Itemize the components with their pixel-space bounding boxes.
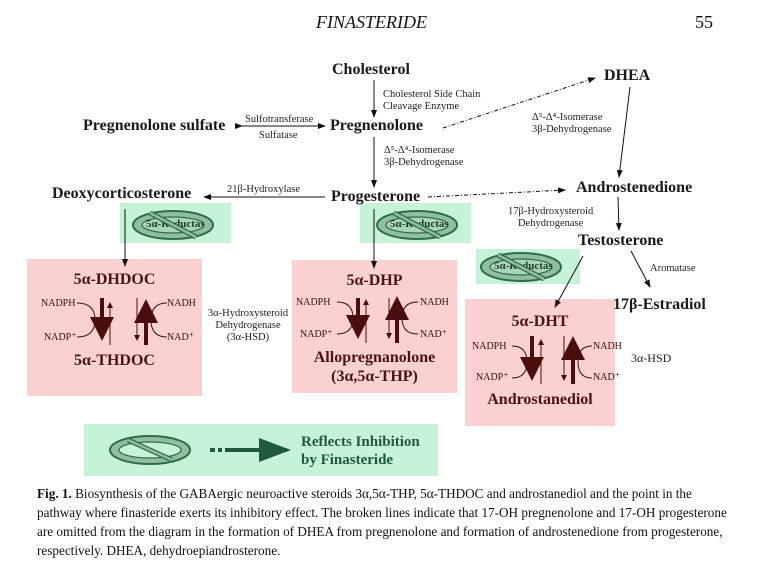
redox-arrows-dhp [336, 296, 419, 343]
cofactor-nadph-dhdoc: NADPH [41, 298, 76, 309]
node-androstenedione: Androstenedione [576, 179, 693, 196]
running-title: FINASTERIDE [316, 12, 427, 32]
cofactor-nadp-dht: NADP⁺ [476, 372, 509, 383]
node-cholesterol: Cholesterol [332, 61, 410, 78]
enzyme-scc: Cholesterol Side Chain Cleavage Enzyme [383, 89, 480, 113]
enzyme-hydroxylase: 21β-Hydroxylase [227, 184, 300, 195]
node-testosterone: Testosterone [578, 232, 664, 249]
enzyme-scc-line1: Cholesterol Side Chain [383, 89, 481, 100]
product-box-dhp [292, 260, 457, 393]
cofactor-nadph-dht: NADPH [472, 341, 507, 352]
node-dhp: 5α-DHP [346, 272, 403, 289]
enzyme-3a-hsd-line3: (3α-HSD) [226, 332, 270, 343]
enzyme-sulfotransferase: Sulfotransferase [245, 114, 314, 125]
cofactor-nad-dhp: NAD⁺ [420, 329, 447, 340]
legend-line2: by Finasteride [301, 452, 394, 468]
redox-arrows-dht [511, 336, 593, 384]
node-thp: (3α,5α-THP) [331, 368, 418, 385]
legend-label: Reflects Inhibition by Finasteride [301, 433, 420, 469]
legend-line1: Reflects Inhibition [301, 434, 420, 450]
enzyme-isomerase-a-line1: Δ⁵-Δ⁴-Isomerase [384, 145, 455, 156]
arrow-dhea-androstenedione [616, 86, 631, 178]
node-progesterone: Progesterone [331, 188, 421, 205]
enzyme-3a-hsd: 3α-Hydroxysteroid Dehydrogenase (3α-HSD) [203, 308, 293, 344]
node-pregnenolone-sulfate: Pregnenolone sulfate [83, 117, 226, 134]
cofactor-nadp-dhp: NADP⁺ [300, 329, 333, 340]
node-dht: 5α-DHT [511, 313, 569, 330]
cofactor-nadp-dhdoc: NADP⁺ [44, 332, 77, 343]
figure-caption: Fig. 1. Biosynthesis of the GABAergic ne… [37, 484, 737, 560]
enzyme-3a-hsd-short: 3α-HSD [631, 351, 672, 365]
node-dhea: DHEA [604, 67, 651, 84]
node-androstanediol: Androstanediol [487, 391, 593, 408]
node-dhdoc: 5α-DHDOC [73, 271, 156, 288]
enzyme-3a-hsd-line2: Dehydrogenase [215, 320, 281, 331]
enzyme-17b-hsd-line2: Dehydrogenase [517, 218, 584, 229]
node-estradiol: 17β-Estradiol [613, 296, 706, 313]
enzyme-17b-hsd: 17β-Hydroxysteroid Dehydrogenase [508, 206, 593, 230]
enzyme-isomerase-b: Δ⁵-Δ⁴-Isomerase 3β-Dehydrogenase [532, 112, 611, 136]
arrow-progesterone-androstenedione [427, 187, 566, 198]
enzyme-sulfatase: Sulfatase [259, 130, 298, 141]
node-thdoc: 5α-THDOC [74, 352, 155, 369]
node-deoxycorticosterone: Deoxycorticosterone [52, 185, 192, 202]
enzyme-scc-line2: Cleavage Enzyme [383, 101, 460, 112]
node-pregnenolone: Pregnenolone [330, 117, 424, 134]
cofactor-nadph-dhp: NADPH [296, 297, 331, 308]
redox-arrows-dhdoc [76, 298, 168, 345]
enzyme-isomerase-b-line1: Δ⁵-Δ⁴-Isomerase [532, 112, 603, 123]
node-allopregnanolone: Allopregnanolone [313, 349, 436, 366]
caption-label: Fig. 1. [37, 486, 72, 501]
enzyme-17b-hsd-line1: 17β-Hydroxysteroid [508, 206, 594, 217]
enzyme-isomerase-a: Δ⁵-Δ⁴-Isomerase 3β-Dehydrogenase [384, 145, 463, 169]
enzyme-isomerase-b-line2: 3β-Dehydrogenase [532, 124, 612, 135]
page-number: 55 [695, 12, 713, 32]
caption-text: Biosynthesis of the GABAergic neuroactiv… [37, 486, 727, 558]
cofactor-nadh-dht: NADH [593, 341, 622, 352]
enzyme-3a-hsd-line1: 3α-Hydroxysteroid [207, 308, 289, 319]
cofactor-nadh-dhp: NADH [420, 297, 449, 308]
enzyme-isomerase-a-line2: 3β-Dehydrogenase [384, 157, 464, 168]
cofactor-nad-dht: NAD⁺ [593, 372, 620, 383]
arrow-testosterone-dht [554, 255, 584, 308]
legend-oval [109, 435, 191, 465]
product-box-dhdoc [27, 259, 202, 396]
cofactor-nadh-dhdoc: NADH [167, 298, 196, 309]
cofactor-nad-dhdoc: NAD⁺ [167, 332, 194, 343]
enzyme-aromatase: Aromatase [650, 263, 696, 274]
arrow-testosterone-estradiol [630, 250, 651, 288]
arrow-androstenedione-testosterone [615, 196, 622, 231]
